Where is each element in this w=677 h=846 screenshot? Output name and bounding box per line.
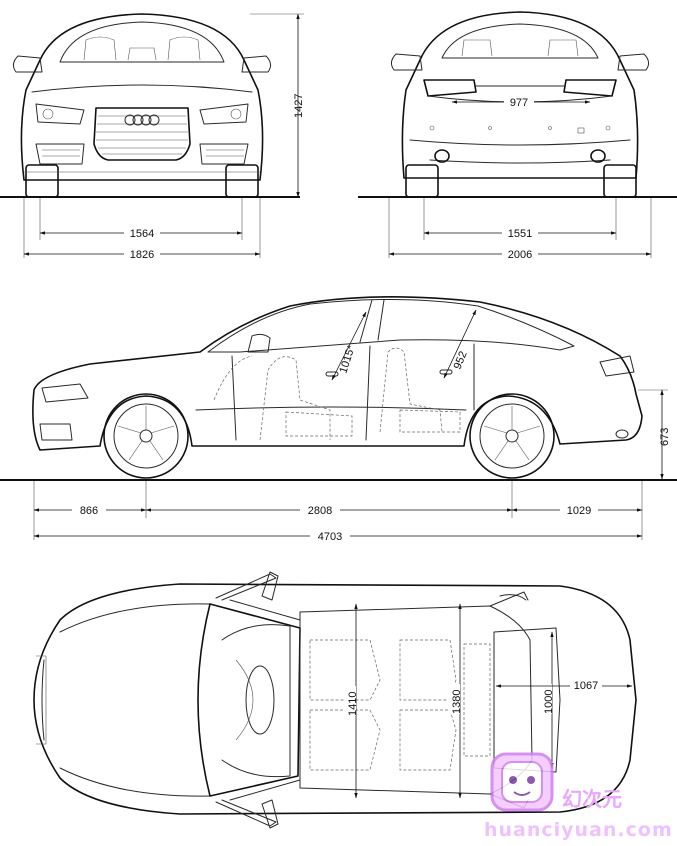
rear-wheel-icon <box>469 393 555 479</box>
dim-wheelbase: 2808 <box>308 505 332 517</box>
watermark: 幻次元 huanciyuan.com <box>484 752 673 841</box>
dim-front-interior-width: 1410 <box>347 692 359 716</box>
dim-rear-track: 1551 <box>508 228 532 240</box>
dim-front-overhang: 866 <box>80 505 98 517</box>
side-view <box>0 296 677 481</box>
dim-trunk-opening: 977 <box>510 97 528 109</box>
dim-sill-height: 673 <box>659 428 671 446</box>
watermark-url-text: huanciyuan.com <box>484 819 673 841</box>
dim-trunk-length: 1067 <box>574 680 598 692</box>
dim-trunk-width: 1000 <box>543 690 555 714</box>
dim-front-track: 1564 <box>130 228 154 240</box>
rear-dimensions: 977 1551 2006 <box>388 95 652 261</box>
front-view <box>0 13 300 198</box>
mascot-logo-icon <box>490 752 554 812</box>
dim-rear-overhang: 1029 <box>567 505 591 517</box>
dim-width: 1826 <box>130 249 154 261</box>
top-dimensions: 1410 1380 1000 1067 <box>344 603 633 799</box>
dim-width-mirrors: 2006 <box>508 249 532 261</box>
dim-front-headroom: 1015* <box>337 343 358 375</box>
watermark-cn-text: 幻次元 <box>562 787 622 811</box>
front-dimensions: 1427 1564 1826 <box>23 13 305 261</box>
audi-rings-icon <box>124 114 160 126</box>
side-dimensions: 1015* 952 673 866 2808 1029 4703 <box>33 309 671 543</box>
front-wheel-icon <box>103 393 189 479</box>
dim-height: 1427 <box>293 94 305 118</box>
dim-rear-headroom: 952 <box>452 350 470 372</box>
dim-length: 4703 <box>318 531 342 543</box>
rear-view <box>358 11 677 198</box>
dim-rear-interior-width: 1380 <box>451 690 463 714</box>
